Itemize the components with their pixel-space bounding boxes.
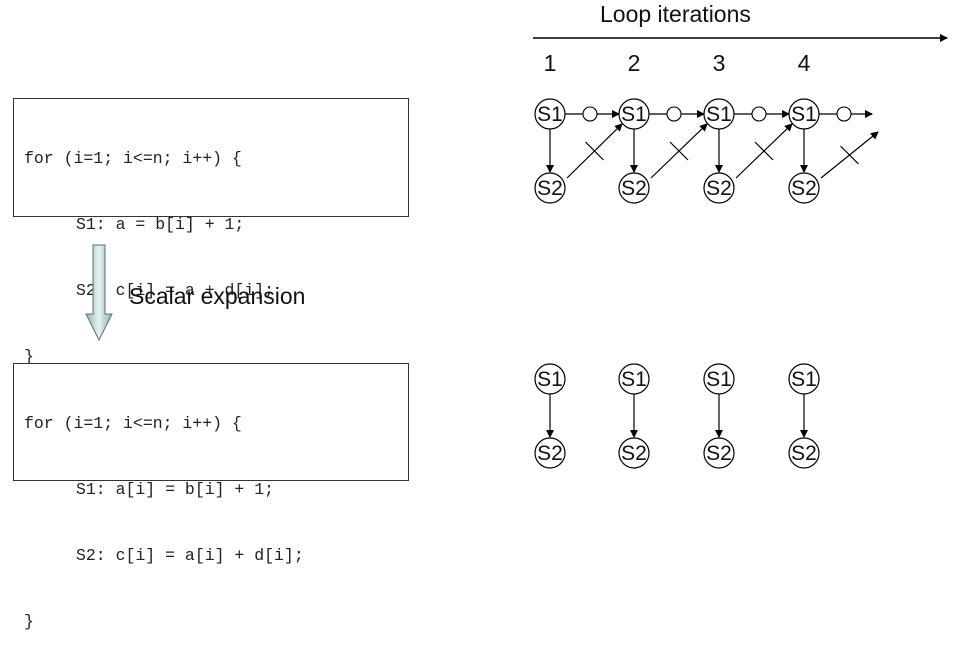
iteration-number: 1 xyxy=(544,50,557,76)
code-line: } xyxy=(24,347,34,366)
node-s1 xyxy=(703,363,735,395)
node-label: S2 xyxy=(791,442,817,465)
node-label: S2 xyxy=(621,177,647,200)
iteration-number: 4 xyxy=(798,50,811,76)
dependence-cross-mark xyxy=(669,141,689,161)
code-before-expansion: for (i=1; i<=n; i++) { S1: a = b[i] + 1;… xyxy=(13,98,409,366)
node-label: S2 xyxy=(791,177,817,200)
node-label: S1 xyxy=(621,368,647,391)
iteration-number: 3 xyxy=(713,50,726,76)
code-line: S2: c[i] = a[i] + d[i]; xyxy=(76,546,304,565)
node-s2 xyxy=(703,437,735,469)
code-line: S1: a[i] = b[i] + 1; xyxy=(76,480,275,499)
dependence-cross-mark xyxy=(585,141,604,161)
node-label: S1 xyxy=(791,103,817,126)
node-s2 xyxy=(788,437,820,469)
node-s2 xyxy=(618,437,650,469)
node-label: S2 xyxy=(621,442,647,465)
node-s1 xyxy=(788,363,820,395)
node-s2 xyxy=(534,437,566,469)
iteration-number: 2 xyxy=(628,50,641,76)
node-label: S2 xyxy=(706,442,732,465)
node-s1 xyxy=(618,98,650,130)
node-label: S1 xyxy=(706,103,732,126)
node-label: S1 xyxy=(791,368,817,391)
code-line: S1: a = b[i] + 1; xyxy=(76,215,245,234)
dependence-cross-mark xyxy=(840,145,859,165)
loop-iterations-label: Loop iterations xyxy=(600,1,751,27)
node-label: S2 xyxy=(537,177,563,200)
dependence-cross-mark xyxy=(754,141,774,161)
code-line: } xyxy=(24,612,34,631)
output-dependence-marker xyxy=(666,106,682,122)
node-label: S1 xyxy=(537,368,563,391)
node-s1 xyxy=(534,363,566,395)
node-s2 xyxy=(788,172,820,204)
code-line: for (i=1; i<=n; i++) { xyxy=(24,414,242,433)
node-s1 xyxy=(703,98,735,130)
transformation-label: Scalar expansion xyxy=(129,283,306,309)
output-dependence-marker xyxy=(582,106,598,122)
node-s2 xyxy=(534,172,566,204)
node-s1 xyxy=(788,98,820,130)
node-label: S1 xyxy=(621,103,647,126)
node-s1 xyxy=(618,363,650,395)
node-label: S1 xyxy=(706,368,732,391)
node-s2 xyxy=(618,172,650,204)
node-label: S2 xyxy=(706,177,732,200)
down-arrow-icon xyxy=(85,244,113,342)
node-label: S1 xyxy=(537,103,563,126)
code-line: for (i=1; i<=n; i++) { xyxy=(24,149,242,168)
output-dependence-marker xyxy=(836,106,852,122)
output-dependence-marker xyxy=(751,106,767,122)
node-label: S2 xyxy=(537,442,563,465)
node-s1 xyxy=(534,98,566,130)
node-s2 xyxy=(703,172,735,204)
